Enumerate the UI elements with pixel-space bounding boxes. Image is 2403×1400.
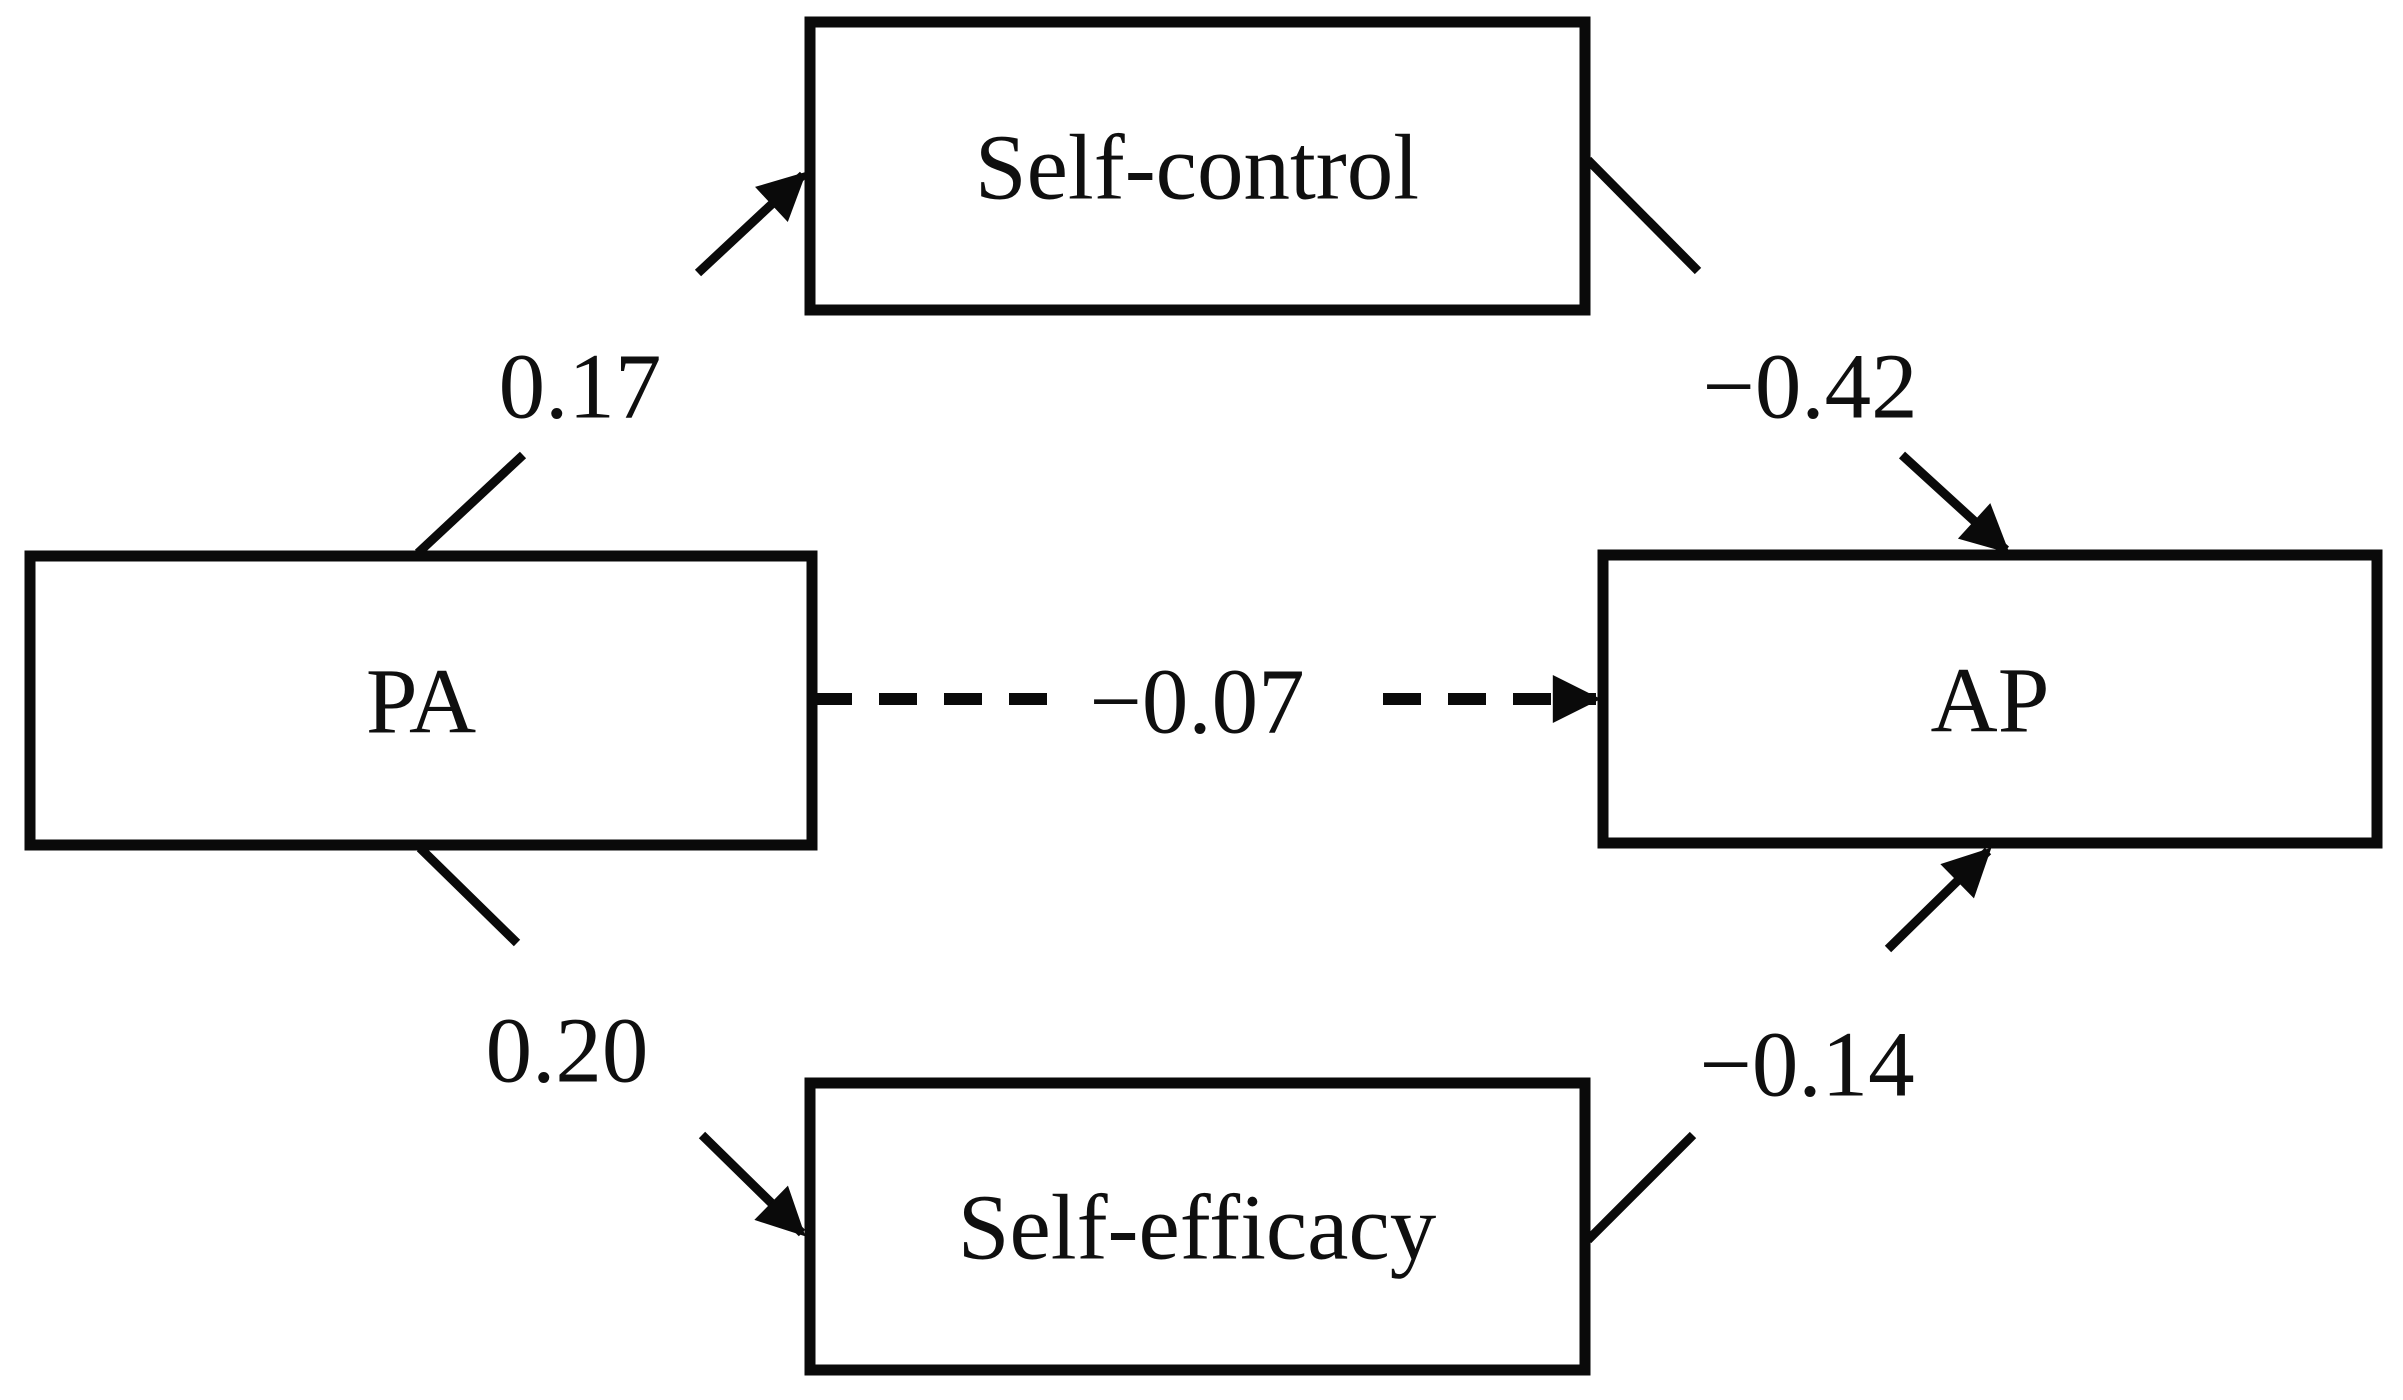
edge-self-control-to-ap: −0.42	[1584, 156, 2010, 554]
node-ap: AP	[1597, 549, 2383, 849]
edge-label-pa-self-efficacy: 0.20	[486, 1000, 649, 1103]
edge-label-pa-self-control: 0.17	[499, 336, 662, 439]
edge-label-self-efficacy-ap: −0.14	[1699, 1014, 1914, 1117]
node-label-pa: PA	[366, 651, 476, 754]
edge-pa-to-self-efficacy: 0.20	[416, 844, 806, 1237]
node-label-self-efficacy: Self-efficacy	[958, 1177, 1437, 1280]
edge-self-efficacy-to-ap: −0.14	[1584, 847, 1992, 1244]
node-pa: PA	[24, 550, 818, 851]
edge-self-control-ap-segment-1	[1584, 156, 1702, 275]
edge-pa-self-control-segment-1	[414, 451, 527, 557]
node-self-efficacy: Self-efficacy	[804, 1077, 1591, 1376]
node-box-self-control	[804, 16, 1591, 316]
node-box-pa	[24, 550, 818, 851]
edge-self-control-ap-segment-2	[1898, 451, 2010, 554]
edge-pa-self-efficacy-segment-1	[416, 844, 521, 947]
node-box-ap	[1597, 549, 2383, 849]
edge-label-pa-ap: −0.07	[1089, 651, 1304, 754]
edge-pa-self-control-segment-2	[694, 171, 807, 277]
edge-pa-to-self-control: 0.17	[414, 171, 807, 557]
edge-pa-self-efficacy-segment-2	[698, 1131, 806, 1237]
edge-self-efficacy-ap-segment-1	[1584, 1131, 1697, 1244]
edge-self-efficacy-ap-segment-2	[1884, 847, 1992, 953]
node-self-control: Self-control	[804, 16, 1591, 316]
node-label-ap: AP	[1931, 650, 2050, 753]
node-box-self-efficacy	[804, 1077, 1591, 1376]
node-label-self-control: Self-control	[975, 117, 1419, 220]
edge-pa-to-ap-direct: −0.07	[814, 651, 1601, 754]
edge-label-self-control-ap: −0.42	[1702, 336, 1917, 439]
